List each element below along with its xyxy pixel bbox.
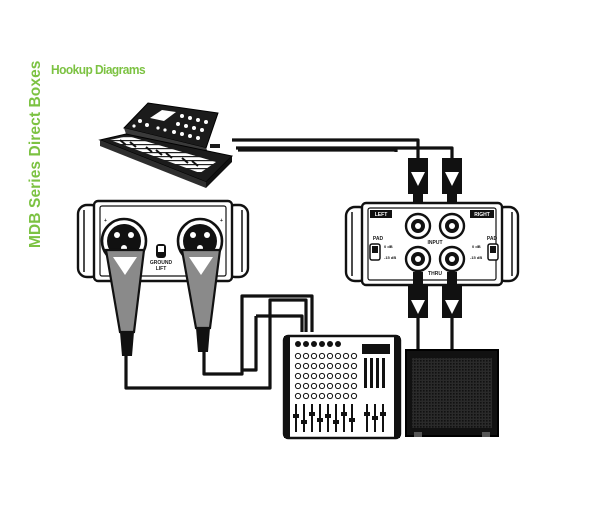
input-label: INPUT (428, 240, 443, 246)
left-label: LEFT (375, 212, 388, 218)
pad-0db-right: 0 dB (472, 244, 481, 249)
pad-label-right: PAD (487, 236, 498, 242)
pad-label-left: PAD (373, 236, 384, 242)
mixer-icon (282, 334, 402, 440)
ground-lift-label-1: GROUND (150, 260, 173, 266)
quarter-inch-plug-icon (408, 158, 462, 318)
synthesizer-icon (98, 102, 234, 188)
cables (124, 138, 454, 390)
cable-synth-left (232, 138, 420, 158)
cable-mic2-mixer (202, 294, 314, 376)
cable-synth-right-b (236, 146, 454, 158)
pad-15db-left: -15 dB (384, 255, 396, 260)
section-header: Hookup Diagrams (51, 62, 146, 77)
passive-di-box: + + GROUND LIFT (76, 199, 250, 283)
cable-mic2-mixer-b (256, 314, 304, 332)
right-label: RIGHT (474, 212, 490, 218)
pad-15db-right: -15 dB (470, 255, 482, 260)
svg-text:+: + (220, 218, 223, 224)
thru-label: THRU (428, 271, 442, 277)
pad-0db-left: 0 dB (384, 244, 393, 249)
cable-mic1-mixer (124, 298, 308, 390)
microphone-icon (104, 248, 222, 356)
cable-synth-right (238, 148, 398, 152)
ground-lift-label-2: LIFT (156, 266, 167, 272)
svg-text:+: + (104, 218, 107, 224)
stereo-di-box: LEFT RIGHT INPUT THRU PAD 0 dB -15 dB PA… (344, 201, 520, 287)
speaker-icon (405, 349, 499, 437)
quarter-inch-jacks (404, 212, 466, 273)
